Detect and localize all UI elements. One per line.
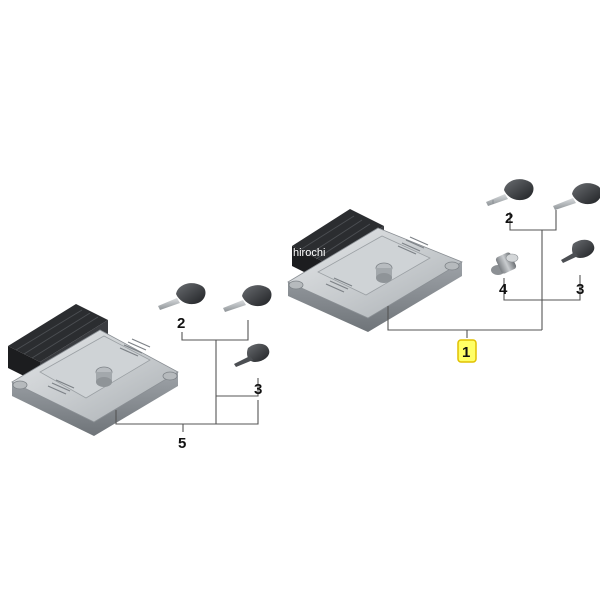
callout-3-right: 3: [576, 281, 584, 298]
ecu-unit-left: [8, 304, 179, 436]
ecu-housing-side: [288, 262, 462, 332]
callout-4-right: 4: [499, 281, 508, 298]
key-right-1: [486, 179, 534, 206]
ecu-fins: [325, 236, 429, 293]
callout-5-assembly: 5: [178, 435, 186, 452]
callout-2-left: 2: [177, 315, 185, 332]
watermark-text: hirochi: [293, 247, 325, 259]
leader-lines-left: [115, 320, 259, 432]
key-left-3: [234, 343, 270, 367]
highlight-box: [457, 339, 477, 363]
key-left-1: [158, 283, 206, 310]
callout-1-assembly: 1: [462, 344, 470, 361]
ecu-unit-right: hirochi: [287, 209, 463, 332]
callout-2-right: 2: [505, 210, 513, 227]
key-right-3: [561, 239, 595, 263]
key-blank-right: [491, 252, 519, 275]
ecu-housing-side-left: [12, 372, 178, 436]
key-left-2: [223, 285, 272, 312]
leader-lines-right: [387, 210, 581, 338]
key-right-2: [553, 183, 600, 210]
callout-3-left: 3: [254, 381, 262, 398]
